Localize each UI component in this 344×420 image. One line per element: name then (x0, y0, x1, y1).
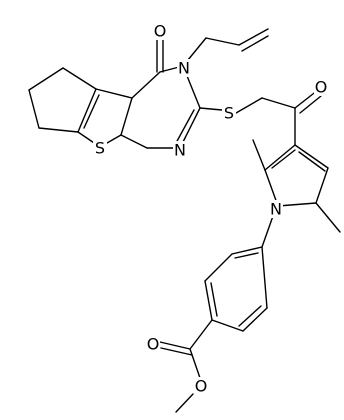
bond (189, 319, 213, 350)
bond (298, 151, 326, 172)
bond (315, 167, 329, 204)
bond (315, 202, 341, 233)
atom-n-upper: N (177, 59, 191, 78)
bond (189, 348, 201, 379)
atom-label: N (178, 59, 190, 78)
bond (83, 94, 100, 129)
bond (120, 134, 148, 149)
bond (120, 97, 133, 136)
atom-label: N (270, 200, 282, 219)
atom-o-ester-carbonyl: O (146, 335, 160, 354)
atom-label: O (195, 377, 208, 396)
bond-lines (28, 28, 341, 413)
bond (271, 149, 296, 169)
bond (77, 88, 97, 133)
bond (204, 280, 213, 321)
atom-o-ester-ether: O (194, 377, 208, 396)
bond (95, 88, 133, 99)
bond (261, 246, 268, 309)
bond (159, 341, 191, 350)
atom-label: S (95, 139, 105, 158)
bond (264, 144, 296, 171)
bond (299, 95, 322, 114)
atom-label: O (147, 335, 160, 354)
bond (38, 127, 79, 133)
atom-label: O (315, 78, 328, 97)
atom-n-lower: N (173, 141, 187, 160)
bond (175, 109, 195, 144)
bond (242, 307, 268, 332)
bond (28, 89, 40, 129)
bond (199, 107, 223, 111)
bond (204, 253, 233, 282)
atom-s-thioether: S (222, 104, 236, 123)
bond (131, 71, 161, 99)
bond (175, 393, 194, 413)
atom-label: O (154, 22, 167, 41)
bond (235, 97, 263, 114)
atom-o-acyl: O (314, 78, 328, 97)
bond (28, 67, 64, 91)
bond (252, 139, 266, 171)
atom-n-pyrrole: N (269, 200, 283, 219)
bond (210, 282, 218, 317)
bond (294, 144, 329, 169)
bond (62, 67, 97, 90)
atom-label: S (224, 104, 234, 123)
atom-labels: O N N S S O N O (93, 22, 328, 396)
bond (205, 37, 240, 46)
bond (241, 35, 269, 52)
bond (160, 347, 193, 356)
atom-s-thiophene: S (93, 139, 107, 158)
atom-o-ketone: O (153, 22, 167, 41)
bond (261, 97, 296, 109)
bond (238, 28, 269, 46)
bond (277, 202, 317, 207)
atom-label: N (174, 141, 186, 160)
bond (234, 252, 259, 259)
bond (238, 305, 262, 327)
bond (261, 215, 274, 248)
bond (211, 319, 244, 332)
bond (231, 246, 263, 255)
